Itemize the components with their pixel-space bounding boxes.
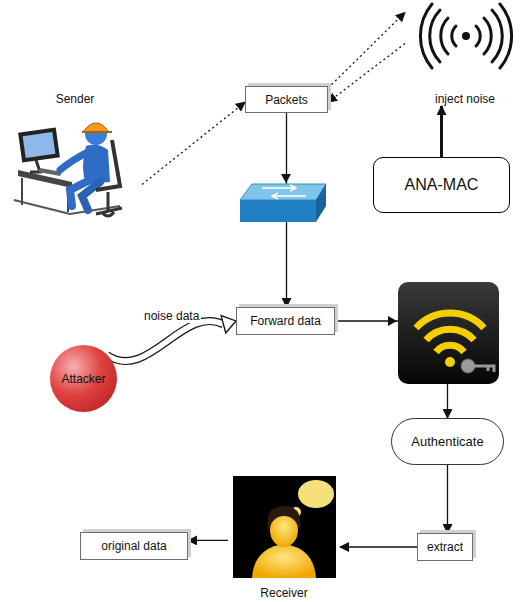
antenna-icon — [484, 18, 491, 54]
sender-illustration — [22, 178, 68, 212]
sender-illustration — [83, 123, 109, 132]
node-label: Attacker — [61, 372, 105, 386]
arrowhead — [221, 316, 236, 333]
receiver-illustration — [267, 506, 300, 532]
connector — [441, 106, 442, 157]
sender-illustration — [30, 160, 40, 172]
antenna-icon — [462, 32, 470, 40]
switch-icon — [240, 200, 316, 222]
data-box: original data — [80, 532, 188, 560]
sender-illustration — [96, 140, 120, 190]
connector — [447, 465, 448, 533]
sender-illustration — [82, 182, 100, 210]
node-label: original data — [101, 539, 166, 553]
connector — [328, 12, 405, 88]
node-label: Sender — [56, 92, 95, 106]
data-box: extract — [417, 533, 473, 561]
receiver-illustration — [233, 476, 336, 578]
connector-outline — [107, 321, 223, 361]
sender-illustration — [23, 132, 56, 158]
connector — [188, 540, 228, 541]
sender-illustration — [96, 192, 122, 216]
node-label: inject noise — [435, 92, 495, 106]
receiver-illustration — [298, 480, 334, 508]
antenna-icon — [420, 4, 432, 68]
node-label: Packets — [265, 93, 308, 107]
connector — [188, 540, 228, 541]
edge-label: noise data — [142, 309, 201, 323]
node-label: Authenticate — [411, 435, 483, 449]
wifi-key-icon — [436, 345, 464, 352]
switch-icon — [240, 184, 326, 200]
connector — [440, 106, 443, 157]
connector — [328, 44, 405, 103]
receiver-illustration — [252, 544, 316, 578]
switch-icon — [281, 174, 291, 183]
connector — [328, 12, 405, 88]
node-label: extract — [427, 540, 463, 554]
switch-icon — [240, 174, 326, 222]
packet-box: Packets — [245, 86, 328, 113]
receiver-node: Receiver — [228, 474, 340, 600]
switch-icon — [316, 184, 326, 222]
wifi-key-icon — [445, 357, 455, 367]
wifi-key-icon — [474, 366, 494, 372]
wifi-key-icon — [426, 329, 474, 340]
connector-fill — [107, 321, 223, 361]
wifi-key-icon — [388, 316, 397, 326]
antenna-icon — [500, 4, 512, 68]
antenna-node: inject noise — [405, 2, 525, 106]
node-label: ANA-MAC — [405, 176, 479, 194]
antenna-icon — [420, 4, 511, 68]
data-box: Forward data — [236, 307, 335, 335]
switch-icon — [262, 185, 296, 191]
connector — [340, 546, 417, 547]
antenna-icon — [492, 10, 502, 62]
process-pill: Authenticate — [391, 418, 504, 465]
antenna-icon — [476, 26, 480, 46]
wifi-key-icon — [461, 359, 475, 373]
connector — [142, 102, 245, 184]
wifi-key-icon — [388, 282, 499, 384]
node-label: Receiver — [260, 586, 307, 600]
switch-icon — [272, 193, 306, 199]
connector — [340, 547, 417, 548]
antenna-icon — [441, 18, 448, 54]
connector — [142, 102, 245, 184]
receiver-illustration — [233, 476, 336, 578]
node-label: Forward data — [250, 314, 321, 328]
antenna-icon — [452, 26, 456, 46]
process-box: ANA-MAC — [373, 157, 510, 213]
sender-node: Sender — [8, 92, 142, 224]
sender-illustration — [14, 123, 122, 216]
connector — [328, 44, 405, 103]
sender-illustration — [60, 152, 88, 170]
sender-illustration — [82, 131, 112, 133]
connector — [447, 465, 448, 533]
attacker-circle: Attacker — [50, 345, 117, 412]
sender-illustration — [18, 128, 60, 163]
wifi-key-icon — [398, 282, 499, 384]
